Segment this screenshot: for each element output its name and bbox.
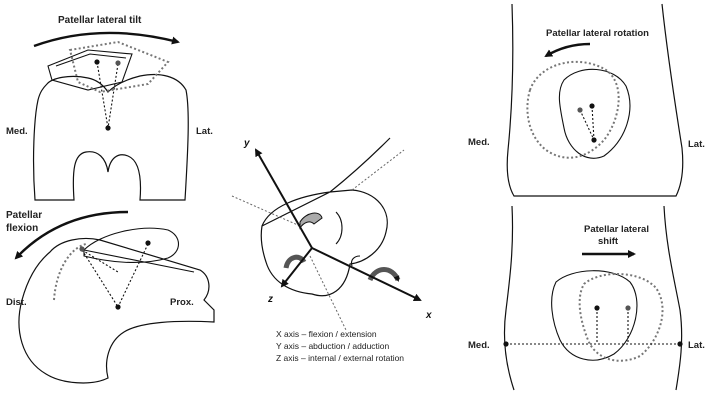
legend-z-axis: Z axis – internal / external rotation (276, 353, 404, 363)
lateral-rotation-title: Patellar lateral rotation (546, 28, 649, 39)
shift-lateral-label: Lat. (688, 340, 705, 351)
z-axis-arrow (280, 247, 313, 288)
patella-outline (47, 49, 133, 91)
femur-anterior-outline-top (506, 3, 684, 197)
tilt-medial-label: Med. (6, 126, 28, 137)
patella-rotated-outline (526, 60, 620, 159)
z-rotation-icon (299, 212, 323, 230)
tilt-lateral-label: Lat. (196, 126, 213, 137)
z-axis-letter: z (267, 294, 273, 305)
lateral-shift-title-line2: shift (598, 236, 619, 247)
lateral-tilt-title: Patellar lateral tilt (58, 15, 142, 26)
rotation-arrow-icon (544, 42, 591, 58)
x-axis-arrow (311, 247, 422, 302)
femur-sagittal-outline (18, 237, 215, 384)
patella-displaced-outline (68, 40, 170, 94)
patella-front-outline-shift (551, 270, 638, 361)
patella-front-outline (558, 68, 631, 159)
panel-lateral-rotation: Patellar lateral rotation Med. Lat. (468, 3, 705, 197)
tilt-arrow-icon (33, 31, 180, 48)
legend-y-axis: Y axis – abduction / adduction (276, 341, 390, 351)
flexion-title-line1: Patellar (6, 210, 42, 221)
panel-flexion: Patellar flexion Dist. Prox. (6, 210, 215, 384)
panel-coordinate-system: y x z X axis – flexion / extension Y axi… (231, 137, 432, 363)
shift-medial-label: Med. (468, 340, 490, 351)
lateral-shift-title-line1: Patellar lateral (584, 224, 649, 235)
y-axis-letter: y (243, 138, 250, 149)
flexion-arrow-icon (14, 210, 129, 260)
flexion-proximal-label: Prox. (170, 297, 194, 308)
panel-lateral-shift: Patellar lateral shift Med. Lat. (468, 205, 705, 391)
y-axis-arrow (255, 148, 313, 249)
femur-anterior-outline-bottom (503, 205, 683, 391)
patella-sagittal-outline (83, 227, 180, 264)
femur-axial-outline (32, 73, 189, 201)
legend-x-axis: X axis – flexion / extension (276, 329, 377, 339)
patella-shifted-outline (578, 273, 664, 362)
rotation-lateral-label: Lat. (688, 139, 705, 150)
flexion-distal-label: Dist. (6, 297, 27, 308)
knee-bone-outline (260, 137, 391, 297)
panel-lateral-tilt: Patellar lateral tilt Med. Lat. (6, 15, 213, 201)
flexion-title-line2: flexion (6, 223, 38, 234)
x-axis-letter: x (425, 310, 432, 321)
rotation-medial-label: Med. (468, 137, 490, 148)
